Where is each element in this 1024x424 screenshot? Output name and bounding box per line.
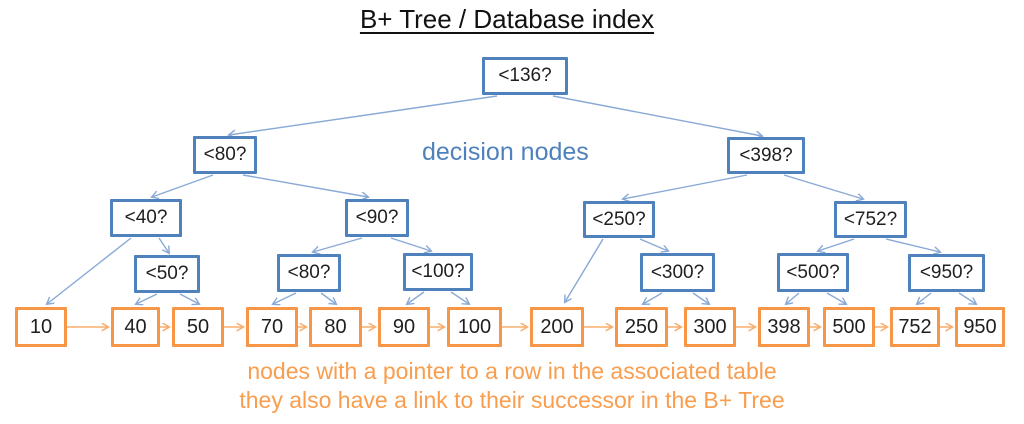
decision-node-752: <752?	[834, 201, 907, 238]
leaf-node-300: 300	[684, 307, 736, 347]
leaf-node-950: 950	[955, 307, 1005, 347]
decision-node-80b: <80?	[277, 254, 341, 292]
leaf-node-10: 10	[15, 307, 67, 347]
decision-node-90: <90?	[345, 199, 409, 237]
leaf-node-500: 500	[823, 307, 875, 347]
leaf-node-100: 100	[447, 307, 502, 347]
leaf-node-752: 752	[890, 307, 940, 347]
decision-node-50: <50?	[134, 255, 200, 293]
decision-node-136: <136?	[482, 57, 568, 95]
decision-node-500: <500?	[777, 253, 849, 292]
decision-node-398: <398?	[727, 137, 805, 174]
leaf-node-40: 40	[111, 307, 160, 347]
leaf-node-70: 70	[246, 307, 298, 347]
leaf-node-80: 80	[309, 307, 362, 347]
leaf-caption: nodes with a pointer to a row in the ass…	[0, 357, 1024, 415]
decision-node-40: <40?	[110, 199, 182, 237]
decision-node-250: <250?	[583, 201, 655, 238]
leaf-node-200: 200	[530, 307, 584, 347]
leaf-caption-line1: nodes with a pointer to a row in the ass…	[247, 358, 777, 384]
leaf-node-90: 90	[378, 307, 430, 347]
decision-nodes-annotation: decision nodes	[422, 138, 589, 166]
decision-node-100: <100?	[403, 253, 473, 291]
leaf-node-398: 398	[758, 307, 810, 347]
decision-node-80: <80?	[193, 136, 257, 174]
decision-node-950: <950?	[908, 254, 985, 292]
leaf-node-250: 250	[615, 307, 668, 347]
leaf-caption-line2: they also have a link to their successor…	[239, 387, 785, 413]
leaf-node-50: 50	[172, 307, 224, 347]
page-title: B+ Tree / Database index	[359, 4, 655, 34]
decision-node-300: <300?	[640, 253, 715, 292]
